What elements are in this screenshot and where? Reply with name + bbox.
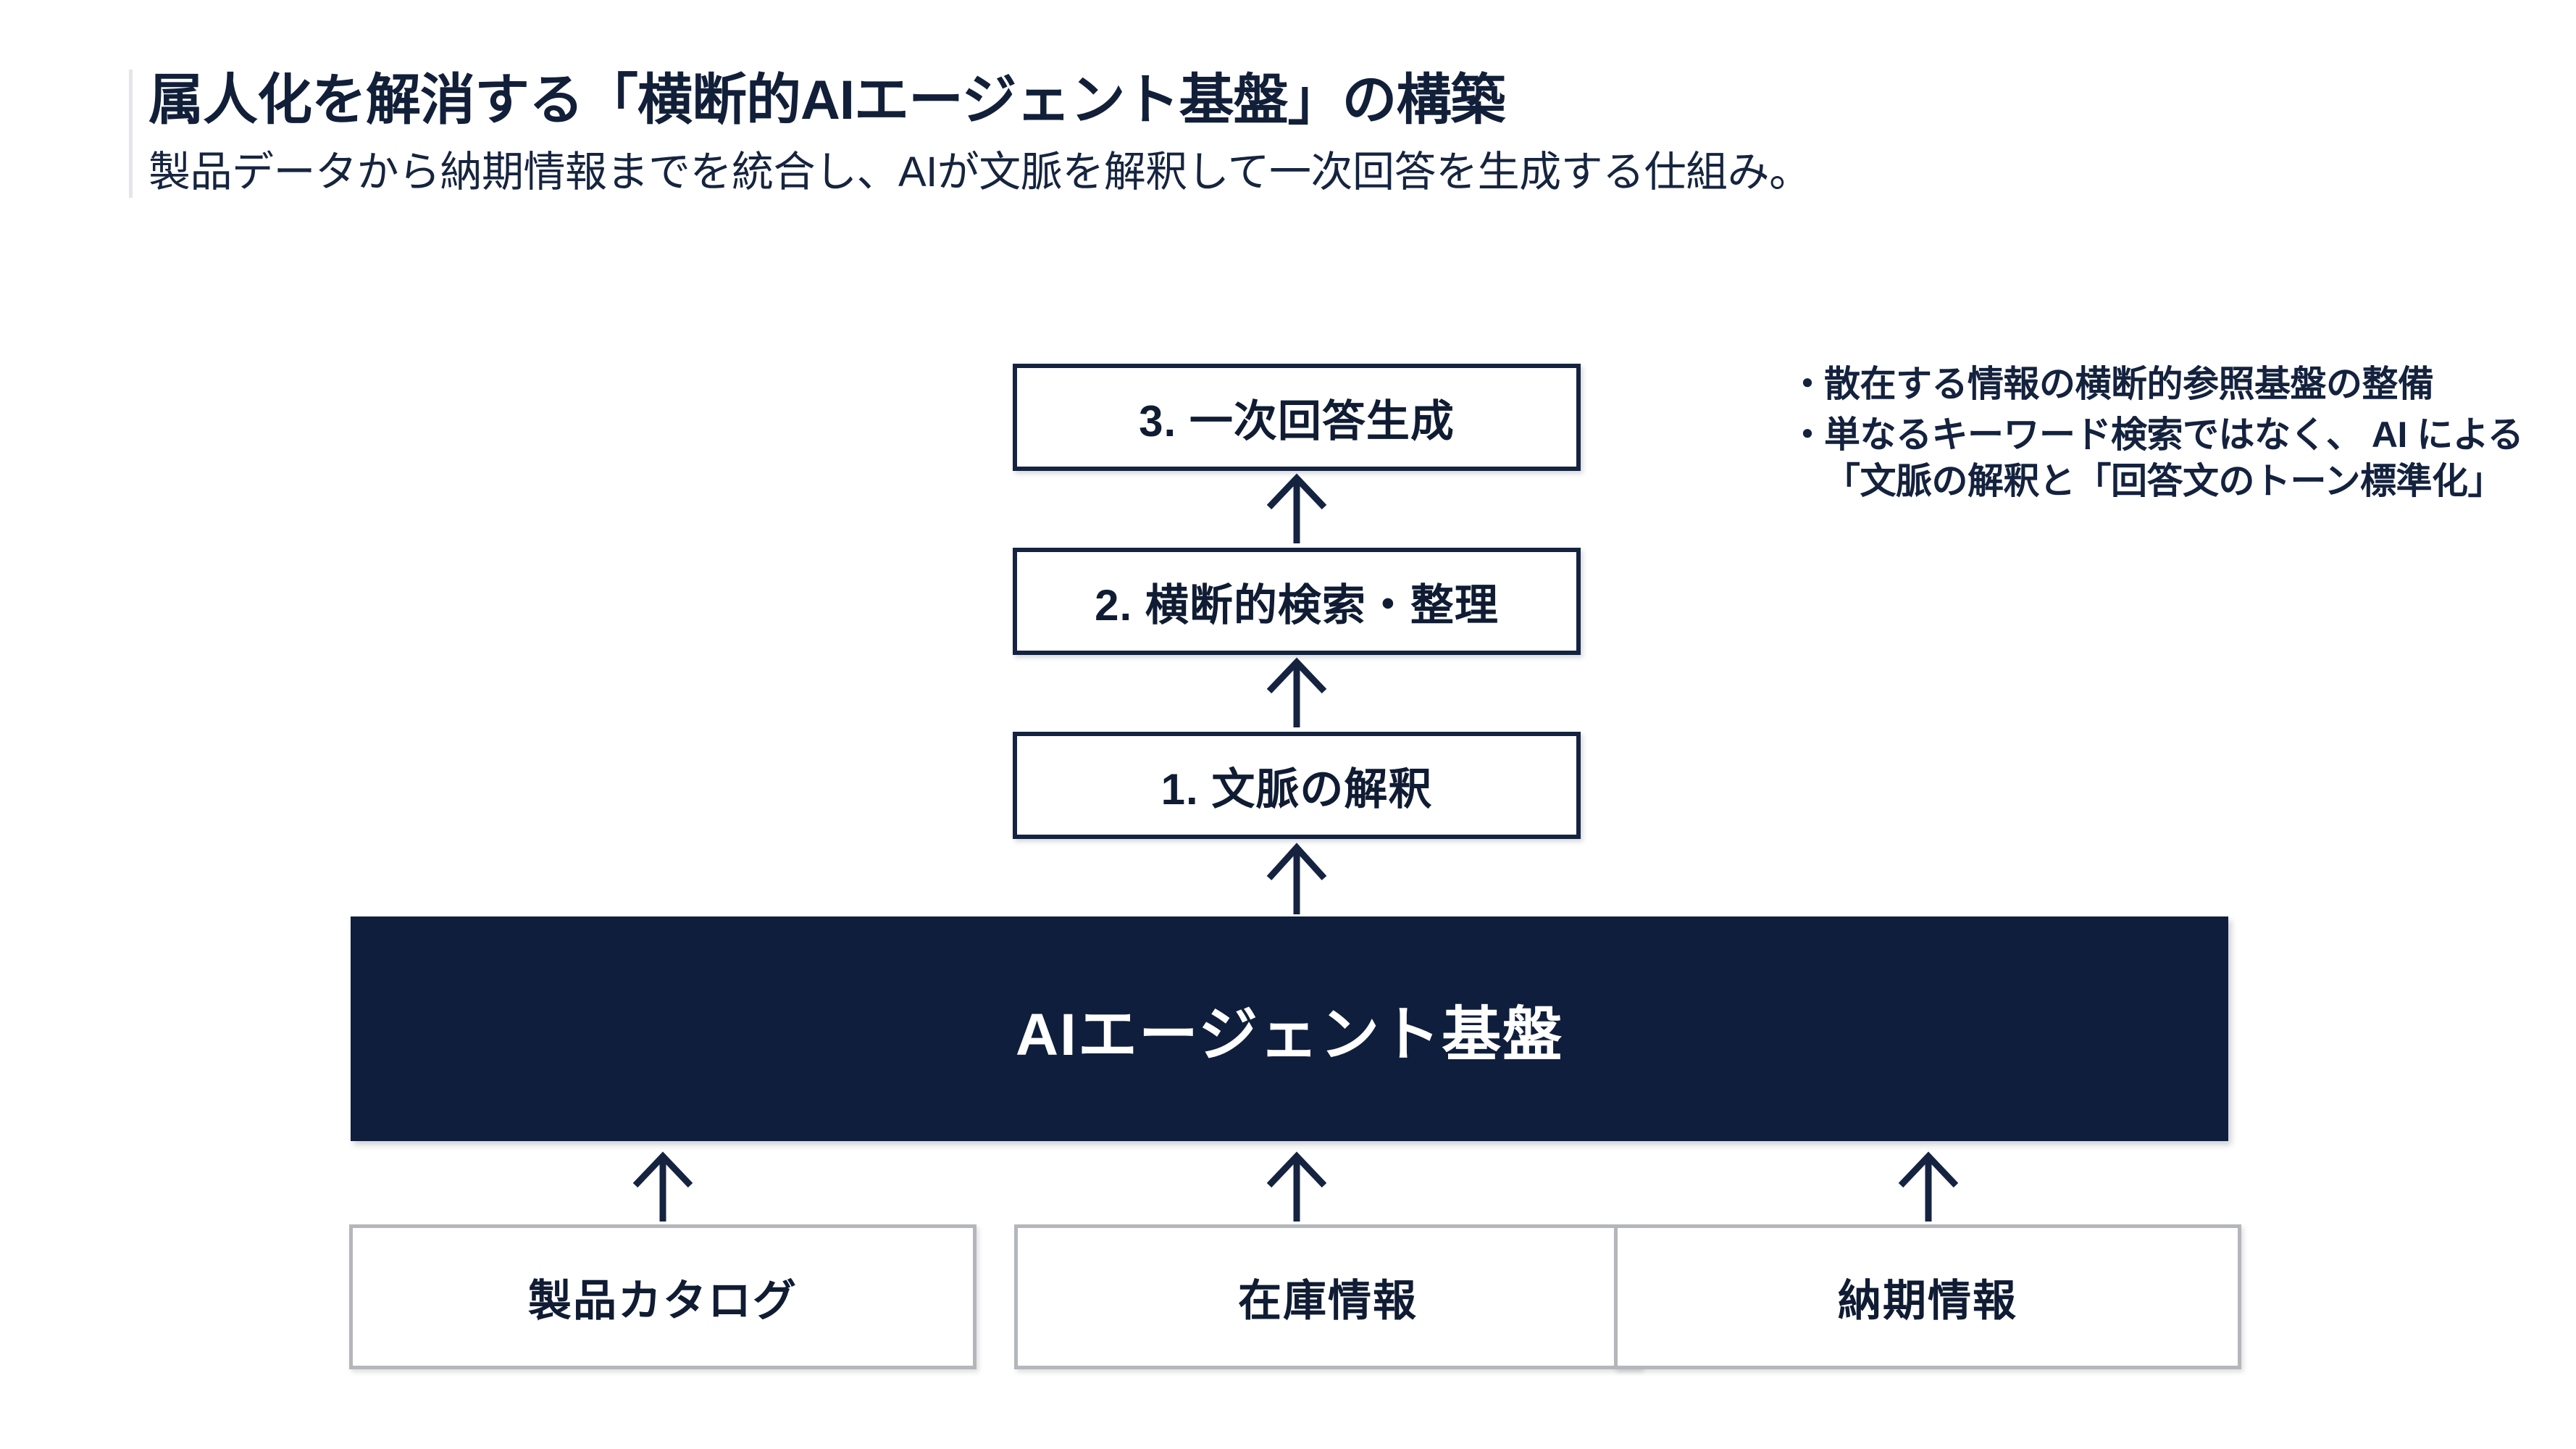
- page-subtitle: 製品データから納期情報までを統合し、AIが文脈を解釈して一次回答を生成する仕組み…: [149, 149, 1811, 196]
- source-box-inventory-info[interactable]: 在庫情報: [1014, 1224, 1642, 1369]
- platform-bar[interactable]: AIエージェント基盤: [351, 916, 2228, 1141]
- source-box-inventory-info-label: 在庫情報: [1238, 1276, 1418, 1325]
- bullet-list: ・ 散在する情報の横断的参照基盤の整備 ・ 単なるキーワード検索ではなく、 AI…: [1789, 361, 2528, 509]
- process-box-step-2-label: 2. 横断的検索・整理: [1095, 580, 1499, 630]
- source-box-product-catalog-label: 製品カタログ: [528, 1276, 798, 1325]
- source-box-delivery-info-label: 納期情報: [1838, 1276, 2017, 1325]
- process-box-step-2[interactable]: 2. 横断的検索・整理: [1013, 548, 1581, 655]
- bullet-text-0: 散在する情報の横断的参照基盤の整備: [1824, 364, 2434, 404]
- list-item: ・ 単なるキーワード検索ではなく、 AI による「文脈の解釈と「回答文のトーン標…: [1789, 412, 2528, 504]
- page-title: 属人化を解消する「横断的AIエージェント基盤」の構築: [149, 70, 1505, 131]
- process-box-step-1-label: 1. 文脈の解釈: [1161, 764, 1433, 814]
- bullet-text-1: 単なるキーワード検索ではなく、 AI による「文脈の解釈と「回答文のトーン標準化…: [1824, 414, 2524, 501]
- source-box-delivery-info[interactable]: 納期情報: [1614, 1224, 2241, 1369]
- process-box-step-3-label: 3. 一次回答生成: [1139, 396, 1455, 446]
- platform-bar-label: AIエージェント基盤: [1015, 1001, 1564, 1068]
- bullet-marker-icon: ・: [1789, 414, 1826, 455]
- header-block: 属人化を解消する「横断的AIエージェント基盤」の構築 製品データから納期情報まで…: [129, 70, 2375, 198]
- list-item: ・ 散在する情報の横断的参照基盤の整備: [1789, 361, 2528, 407]
- bullet-marker-icon: ・: [1789, 364, 1826, 404]
- source-box-product-catalog[interactable]: 製品カタログ: [349, 1224, 977, 1369]
- process-box-step-1[interactable]: 1. 文脈の解釈: [1013, 732, 1581, 839]
- process-box-step-3[interactable]: 3. 一次回答生成: [1013, 364, 1581, 471]
